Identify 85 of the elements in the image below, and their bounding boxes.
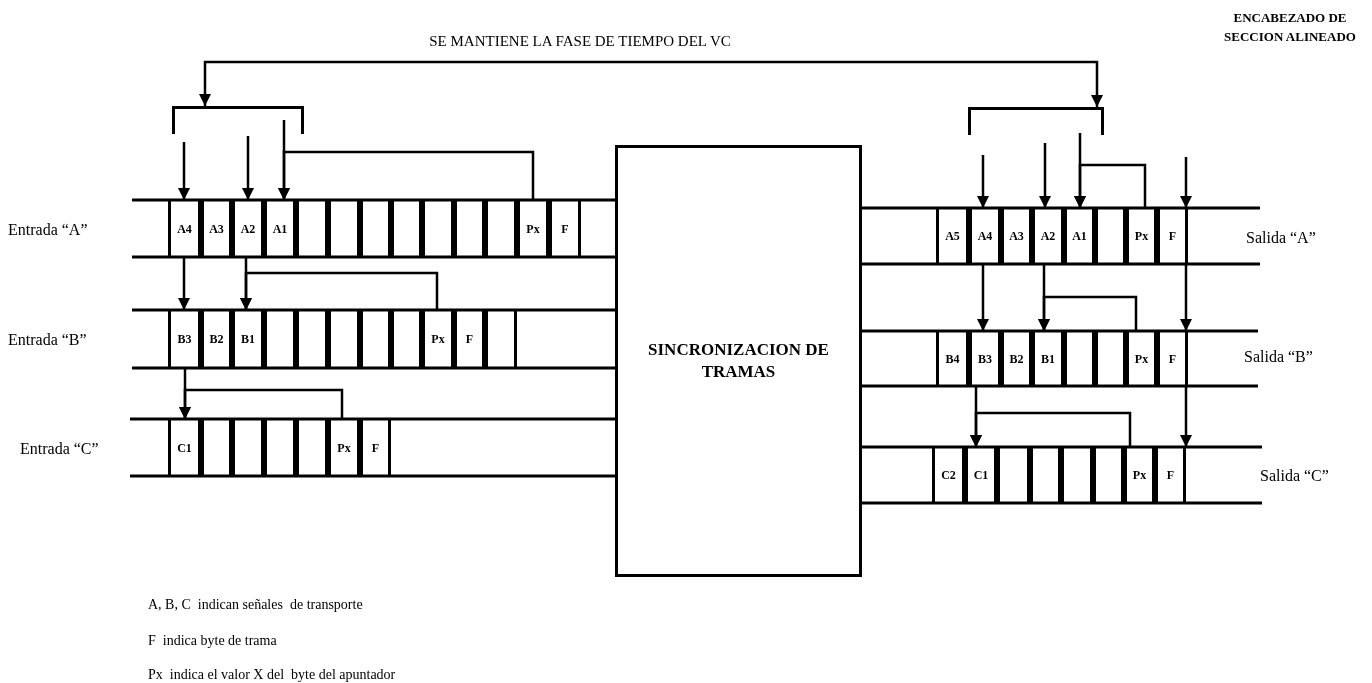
- byte-cell: B2: [201, 310, 232, 368]
- section-heading: ENCABEZADO DE SECCION ALINEADO: [1223, 9, 1357, 46]
- byte-cell: Px: [1126, 331, 1157, 386]
- byte-cell: [328, 200, 360, 257]
- byte-cell: B1: [1032, 331, 1064, 386]
- arrow: [1039, 143, 1051, 208]
- arrow: [1074, 163, 1147, 208]
- byte-cell: F: [360, 419, 391, 476]
- arrow: [1038, 295, 1138, 331]
- byte-cell: A4: [168, 200, 201, 257]
- byte-cell: Px: [1126, 208, 1157, 264]
- bracket: [968, 107, 1104, 135]
- legend-note: A, B, C indican señales de transporte: [148, 596, 364, 614]
- byte-cell: [454, 200, 485, 257]
- arrow: [242, 136, 254, 200]
- arrow: [178, 142, 190, 200]
- byte-cell: [328, 310, 360, 368]
- byte-cell: Px: [422, 310, 454, 368]
- byte-cell: A1: [1064, 208, 1095, 264]
- byte-cell: Px: [1124, 447, 1155, 503]
- byte-cell: B2: [1001, 331, 1032, 386]
- legend-note: F indica byte de trama: [148, 632, 278, 650]
- arrow: [178, 257, 190, 310]
- byte-cell: [1095, 208, 1126, 264]
- byte-cell: A4: [969, 208, 1001, 264]
- byte-cell: [360, 310, 391, 368]
- byte-cell: A1: [264, 200, 296, 257]
- byte-cell: B1: [232, 310, 264, 368]
- byte-cell: [422, 200, 454, 257]
- byte-cell: [391, 310, 422, 368]
- signal-label: Entrada “A”: [8, 220, 89, 240]
- process-box: [615, 145, 862, 577]
- arrow: [1180, 264, 1192, 331]
- byte-cell: F: [549, 200, 581, 257]
- byte-cell: [296, 310, 328, 368]
- arrow: [1180, 386, 1192, 447]
- byte-cell: A3: [201, 200, 232, 257]
- arrow: [179, 388, 344, 419]
- arrow: [278, 150, 535, 200]
- byte-cell: [264, 310, 296, 368]
- signal-label: Salida “A”: [1246, 228, 1317, 248]
- byte-cell: A2: [1032, 208, 1064, 264]
- byte-cell: F: [1155, 447, 1186, 503]
- arrow: [240, 271, 439, 310]
- byte-cell: F: [1157, 331, 1188, 386]
- legend-note: Px indica el valor X del byte del apuntador: [148, 666, 397, 683]
- byte-cell: [997, 447, 1030, 503]
- byte-cell: A5: [936, 208, 969, 264]
- signal-label: Salida “B”: [1244, 347, 1314, 367]
- byte-cell: Px: [328, 419, 360, 476]
- byte-cell: [264, 419, 296, 476]
- byte-cell: [232, 419, 264, 476]
- byte-cell: [1030, 447, 1061, 503]
- byte-cell: [391, 200, 422, 257]
- byte-cell: [296, 419, 328, 476]
- byte-cell: F: [1157, 208, 1188, 264]
- byte-cell: B3: [168, 310, 201, 368]
- signal-label: Entrada “B”: [8, 330, 88, 350]
- byte-cell: [201, 419, 232, 476]
- arrow: [970, 411, 1132, 447]
- byte-cell: [1095, 331, 1126, 386]
- byte-cell: [360, 200, 391, 257]
- byte-cell: B3: [969, 331, 1001, 386]
- byte-cell: F: [454, 310, 485, 368]
- byte-cell: [1093, 447, 1124, 503]
- byte-cell: B4: [936, 331, 969, 386]
- signal-label: Entrada “C”: [20, 439, 100, 459]
- byte-cell: A2: [232, 200, 264, 257]
- arrow: [977, 155, 989, 208]
- byte-cell: [1061, 447, 1093, 503]
- byte-cell: A3: [1001, 208, 1032, 264]
- byte-cell: Px: [517, 200, 549, 257]
- byte-cell: [1064, 331, 1095, 386]
- byte-cell: C1: [965, 447, 997, 503]
- box-title: SINCRONIZACION DE TRAMAS: [647, 339, 830, 383]
- byte-cell: [485, 200, 517, 257]
- arrow: [977, 264, 989, 331]
- signal-label: Salida “C”: [1260, 466, 1330, 486]
- arrow: [1180, 157, 1192, 208]
- bracket: [172, 106, 304, 134]
- byte-cell: C2: [932, 447, 965, 503]
- byte-cell: C1: [168, 419, 201, 476]
- byte-cell: [296, 200, 328, 257]
- arrow: [199, 60, 1103, 107]
- byte-cell: [485, 310, 517, 368]
